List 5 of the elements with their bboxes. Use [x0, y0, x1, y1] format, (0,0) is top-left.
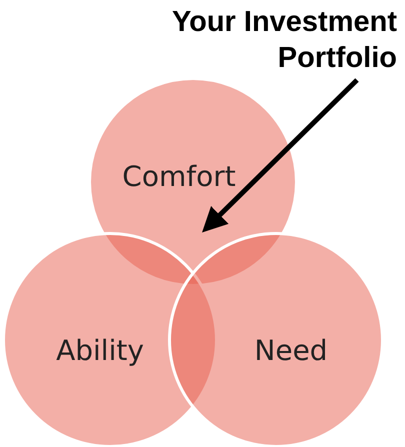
arrow — [202, 78, 359, 232]
circle-label: Ability — [56, 334, 144, 366]
circle-label: Comfort — [122, 160, 236, 192]
circle-label: Need — [254, 334, 328, 366]
callout-title: Your Investment Portfolio — [157, 4, 397, 76]
